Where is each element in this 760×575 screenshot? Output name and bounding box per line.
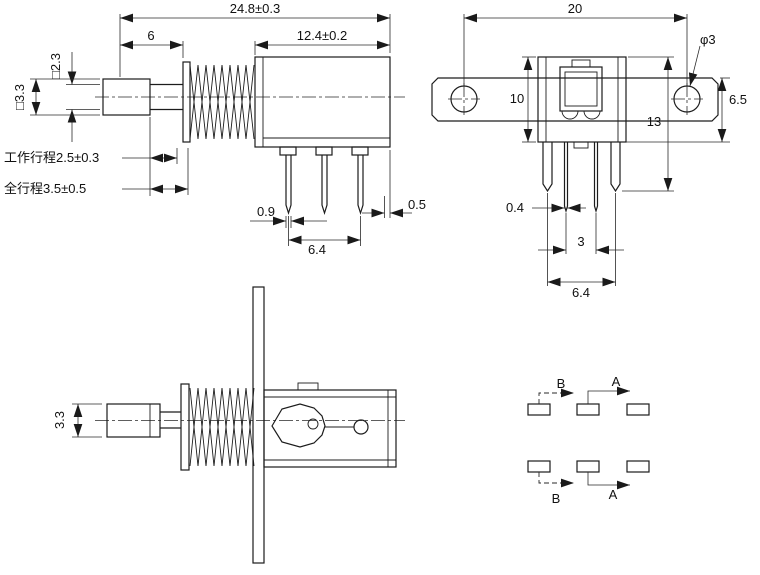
- terminal: [576, 403, 600, 416]
- mounted-view: 3.3: [52, 286, 405, 564]
- pin: [321, 155, 328, 216]
- dim-shaft-square: □2.3: [48, 52, 100, 142]
- pin: [285, 155, 292, 216]
- svg-text:0.9: 0.9: [257, 204, 275, 219]
- terminal-foot: [351, 146, 369, 156]
- push-cap: [106, 403, 161, 438]
- svg-text:6.5: 6.5: [729, 92, 747, 107]
- svg-text:13: 13: [647, 114, 661, 129]
- switch-body-mounted: [263, 389, 397, 468]
- svg-text:6.4: 6.4: [572, 285, 590, 300]
- spring: [189, 387, 255, 467]
- svg-text:□3.3: □3.3: [12, 84, 27, 110]
- svg-text:3.3: 3.3: [52, 411, 67, 429]
- latch-cam: [271, 403, 326, 448]
- terminal: [527, 403, 551, 416]
- dim-total-width: 24.8±0.3: [119, 1, 391, 77]
- dim-cap-height: 3.3: [52, 403, 102, 438]
- side-view: 24.8±0.3 6 12.4±0.2 □2.3 □3.3: [4, 1, 426, 257]
- label-b-bottom: B: [552, 491, 561, 506]
- spring-arc: [561, 110, 579, 120]
- switch-body-front: [537, 56, 627, 143]
- svg-text:φ3: φ3: [700, 32, 716, 47]
- body-hole: [353, 419, 369, 435]
- label-a-top: A: [612, 374, 621, 389]
- leg-right: [610, 142, 621, 193]
- svg-text:6.4: 6.4: [308, 242, 326, 257]
- dim-body-width: 12.4±0.2: [254, 28, 390, 55]
- spring-retainer: [180, 383, 190, 471]
- svg-text:20: 20: [568, 1, 582, 16]
- svg-text:12.4±0.2: 12.4±0.2: [297, 28, 348, 43]
- label-a-bottom: A: [609, 487, 618, 502]
- spring: [189, 64, 255, 140]
- contact-path-a-bottom: [587, 472, 630, 490]
- pin: [357, 155, 364, 216]
- label-b-top: B: [557, 376, 566, 391]
- body-bottom-tab: [573, 141, 589, 149]
- terminal-schematic: B A B A: [527, 374, 650, 506]
- dim-body-height: 10: [510, 56, 536, 143]
- terminal: [626, 403, 650, 416]
- dim-pin-width: 0.9: [250, 204, 327, 228]
- contact-path-b-top: [538, 388, 574, 404]
- dim-pin-pitch: 3: [538, 213, 624, 255]
- dim-plunger-length: 6: [120, 28, 184, 58]
- svg-text:□2.3: □2.3: [48, 53, 63, 79]
- spring-arc: [583, 110, 601, 120]
- pin-thin: [593, 142, 599, 214]
- front-view: 20 φ3 10 13 6.5: [431, 1, 747, 300]
- svg-text:全行程3.5±0.5: 全行程3.5±0.5: [4, 181, 86, 196]
- dim-bracket-width: 20: [463, 1, 688, 86]
- svg-text:0.4: 0.4: [506, 200, 524, 215]
- pin-thin: [563, 142, 569, 214]
- cam-pin-hole: [307, 418, 319, 430]
- svg-text:3: 3: [577, 234, 584, 249]
- svg-text:10: 10: [510, 91, 524, 106]
- dim-front-pin-span: 6.4: [547, 193, 616, 300]
- dim-working-travel: 工作行程2.5±0.3: [4, 117, 178, 196]
- leg-left: [542, 142, 553, 193]
- terminal: [576, 460, 600, 473]
- terminal: [626, 460, 650, 473]
- push-cap: [102, 78, 151, 116]
- dim-full-travel: 全行程3.5±0.5: [4, 148, 189, 196]
- dim-hole-diameter: φ3: [688, 32, 716, 87]
- svg-text:0.5: 0.5: [408, 197, 426, 212]
- dim-pin-thickness: 0.4: [506, 200, 586, 215]
- terminal: [527, 460, 551, 473]
- switch-body: [254, 56, 391, 148]
- plunger-tab: [571, 59, 591, 68]
- contact-path-a-top: [587, 386, 630, 404]
- spring: [189, 387, 255, 467]
- contact-path-b-bottom: [538, 472, 574, 488]
- svg-text:工作行程2.5±0.3: 工作行程2.5±0.3: [4, 150, 99, 165]
- dim-overall-height: 13: [622, 56, 674, 192]
- dim-pin-span: 6.4: [288, 216, 361, 257]
- mounting-plate: [252, 286, 265, 564]
- svg-text:24.8±0.3: 24.8±0.3: [230, 1, 281, 16]
- terminal-foot: [315, 146, 333, 156]
- terminal-foot: [279, 146, 297, 156]
- dim-edge-offset: 0.5: [362, 150, 426, 218]
- plunger-front: [559, 66, 603, 112]
- mounting-bracket: [431, 77, 719, 122]
- svg-text:6: 6: [147, 28, 154, 43]
- dim-bracket-height: 6.5: [626, 77, 747, 143]
- spring: [189, 64, 255, 140]
- spring-retainer: [182, 61, 191, 143]
- plunger-inner: [564, 71, 598, 107]
- dim-cap-square: □3.3: [12, 78, 100, 116]
- latch-housing: [297, 382, 319, 391]
